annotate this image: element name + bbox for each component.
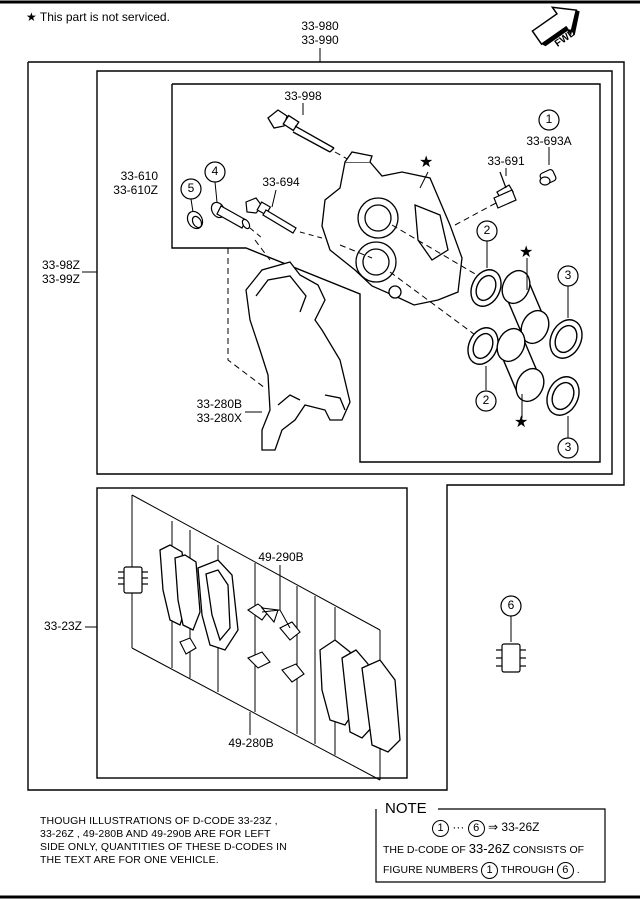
bleeder-part: [493, 171, 517, 209]
callout-guide-pin: 33-694: [262, 175, 300, 189]
callout-pin-boot-a: 33-610: [120, 169, 158, 183]
star-marker-piston-lower: ★: [514, 414, 529, 431]
callout-clips: 49-290B: [258, 550, 304, 564]
star-marker-caliper: ★: [419, 154, 434, 171]
callout-outer-b: 33-99Z: [41, 272, 80, 286]
caliper-bracket: [245, 261, 351, 451]
note-title: NOTE: [383, 800, 429, 817]
figure-number-5: 5: [187, 181, 195, 195]
footnote-line-2: 33-26Z , 49-280B AND 49-290B ARE FOR LEF…: [40, 828, 271, 840]
callout-assembly-b: 33-990: [301, 33, 339, 47]
figure-number-3b: 3: [564, 440, 572, 454]
note-arrow-code: ⇒ 33-26Z: [488, 820, 540, 834]
caliper-frame: [96, 70, 613, 475]
note-line-1: 1 ··· 6 ⇒ 33-26Z: [432, 820, 539, 837]
note-dots: ···: [452, 820, 465, 834]
note-box: [375, 808, 606, 883]
footnote-line-4: THE TEXT ARE FOR ONE VEHICLE.: [40, 854, 219, 866]
figure-number-4: 4: [211, 164, 219, 178]
figure-number-6: 6: [507, 598, 515, 612]
note-circle-to: 6: [467, 820, 485, 837]
note-line-3-a: FIGURE NUMBERS: [383, 864, 479, 876]
shim-right: [496, 643, 526, 673]
figure-number-2b: 2: [482, 393, 490, 407]
note-line-2-a: THE D-CODE OF: [383, 844, 466, 856]
note-line-3-end: .: [576, 864, 580, 876]
figure-number-circles: [180, 109, 579, 617]
note-line-2-code: 33-26Z: [468, 841, 510, 856]
star-marker-piston-upper: ★: [519, 244, 534, 261]
note-line-3-mid: THROUGH: [500, 864, 554, 876]
brake-pad-inner: [159, 544, 239, 651]
callout-pad-set: 33-23Z: [43, 619, 82, 633]
piston-lower: [496, 327, 545, 403]
piston-seal-upper: [470, 269, 502, 307]
inner-frame: [171, 83, 601, 463]
figure-number-2a: 2: [483, 223, 491, 237]
figure-number-3a: 3: [564, 268, 572, 282]
note-line-2: THE D-CODE OF 33-26Z CONSISTS OF: [383, 842, 584, 857]
piston-upper: [501, 269, 550, 345]
fwd-arrow-icon: [531, 6, 580, 47]
guide-bolt: [245, 197, 297, 234]
footnote: THOUGH ILLUSTRATIONS OF D-CODE 33-23Z , …: [40, 815, 360, 867]
callout-bracket-a: 33-280B: [196, 397, 242, 411]
outer-frame: [27, 61, 625, 791]
note-line-3-circle-to: 6: [556, 862, 574, 879]
dust-boot-lower: [546, 376, 580, 416]
note-line-3-circle-from: 1: [481, 862, 499, 879]
callout-cap: 33-693A: [526, 134, 572, 148]
callout-bracket-b: 33-280X: [196, 411, 242, 425]
note-line-2-b: CONSISTS OF: [512, 844, 585, 856]
pin-boot: [186, 210, 204, 230]
callout-pin-boot-b: 33-610Z: [113, 183, 158, 197]
bolt-part: [267, 109, 335, 153]
callout-assembly-a: 33-980: [301, 19, 339, 33]
callout-outer-a: 33-98Z: [41, 258, 80, 272]
note-circle-from: 1: [432, 820, 449, 837]
callout-shims: 49-280B: [228, 736, 274, 750]
brake-pad-outer: [319, 639, 401, 753]
bleeder-cap: [539, 168, 557, 186]
footnote-line-1: THOUGH ILLUSTRATIONS OF D-CODE 33-23Z ,: [40, 815, 278, 827]
star-note: ★ This part is not serviced.: [26, 10, 170, 24]
shim-left: [118, 566, 148, 594]
guide-pin: [210, 201, 251, 230]
figure-number-1: 1: [545, 112, 553, 126]
caliper-body: [321, 151, 463, 306]
piston-seal-lower: [467, 327, 499, 365]
callout-bleeder: 33-691: [487, 154, 525, 168]
footnote-line-3: SIDE ONLY, QUANTITIES OF THESE D-CODES I…: [40, 841, 287, 853]
callout-bolt: 33-998: [284, 89, 322, 103]
pad-frame: [96, 487, 408, 779]
dust-boot-upper: [549, 319, 583, 359]
note-line-3: FIGURE NUMBERS 1 THROUGH 6 .: [383, 862, 580, 879]
